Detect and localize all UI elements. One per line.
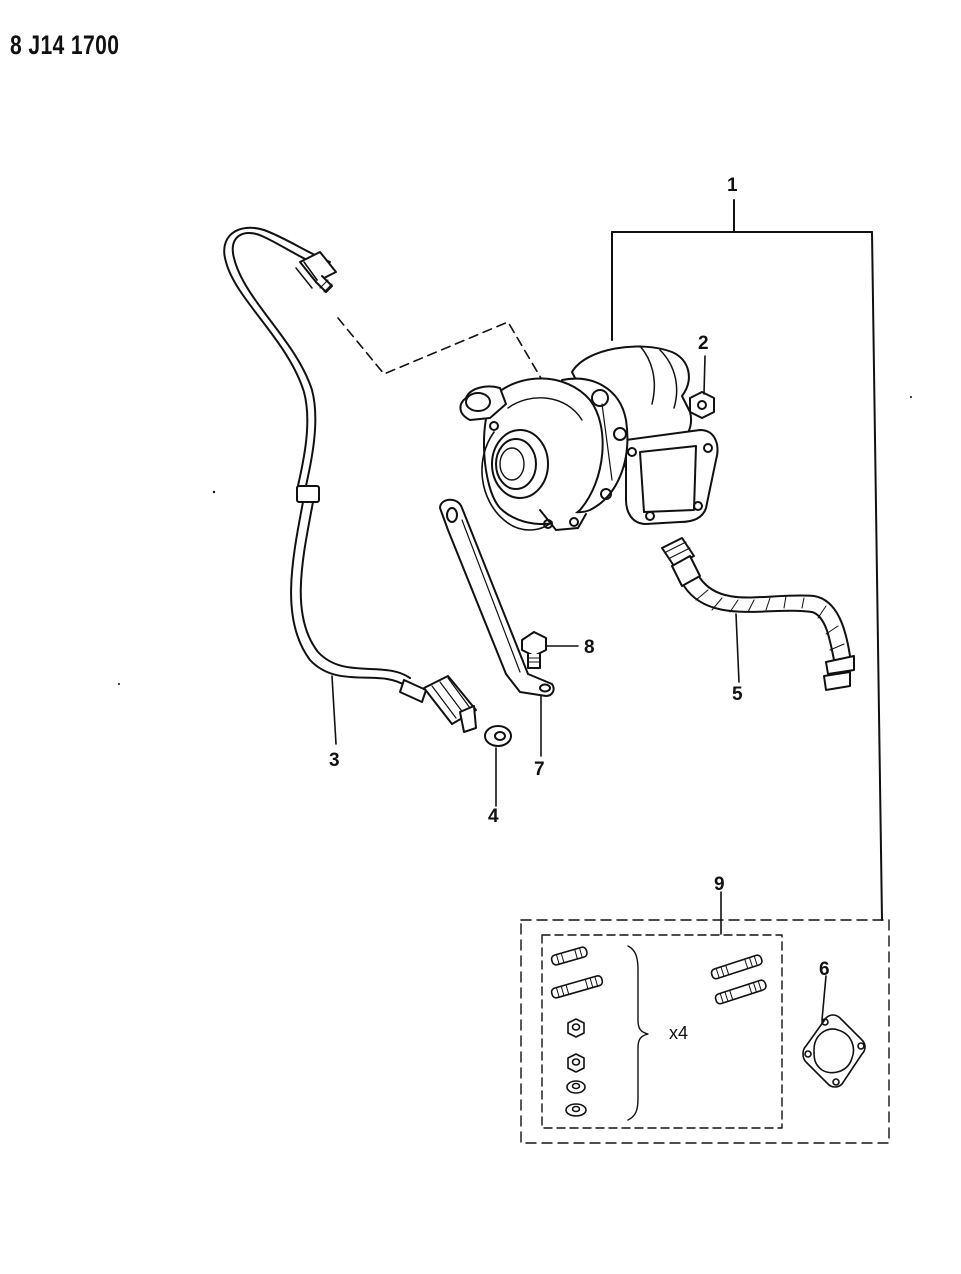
washer (484, 725, 512, 747)
kit-inner-box (541, 934, 783, 1129)
bolt (521, 631, 547, 669)
nut (689, 391, 715, 419)
gasket (802, 1014, 866, 1088)
callout-7: 7 (534, 759, 545, 780)
oil-drain-tube (661, 537, 855, 691)
print-specks (118, 396, 912, 685)
oil-line-connector-dash (337, 317, 546, 386)
callout-4: 4 (488, 806, 499, 827)
document-id: 8 J14 1700 (10, 30, 120, 60)
oil-feed-line (223, 226, 477, 733)
turbocharger (459, 345, 719, 531)
assembly-bracket (611, 199, 883, 921)
kit-nuts-washers (565, 1018, 587, 1117)
callout-5: 5 (732, 684, 743, 705)
support-bracket (439, 498, 555, 697)
callout-3: 3 (329, 750, 340, 771)
kit-quantity-label: x4 (669, 1023, 689, 1043)
callout-2: 2 (698, 333, 709, 354)
callout-9: 9 (714, 874, 725, 895)
leader-lines (331, 355, 827, 1021)
callout-8: 8 (584, 637, 595, 658)
studs (550, 946, 767, 1005)
kit-outer-box (520, 919, 890, 1144)
quantity-brace (627, 945, 649, 1121)
callout-6: 6 (819, 959, 830, 980)
callout-1: 1 (727, 175, 738, 196)
